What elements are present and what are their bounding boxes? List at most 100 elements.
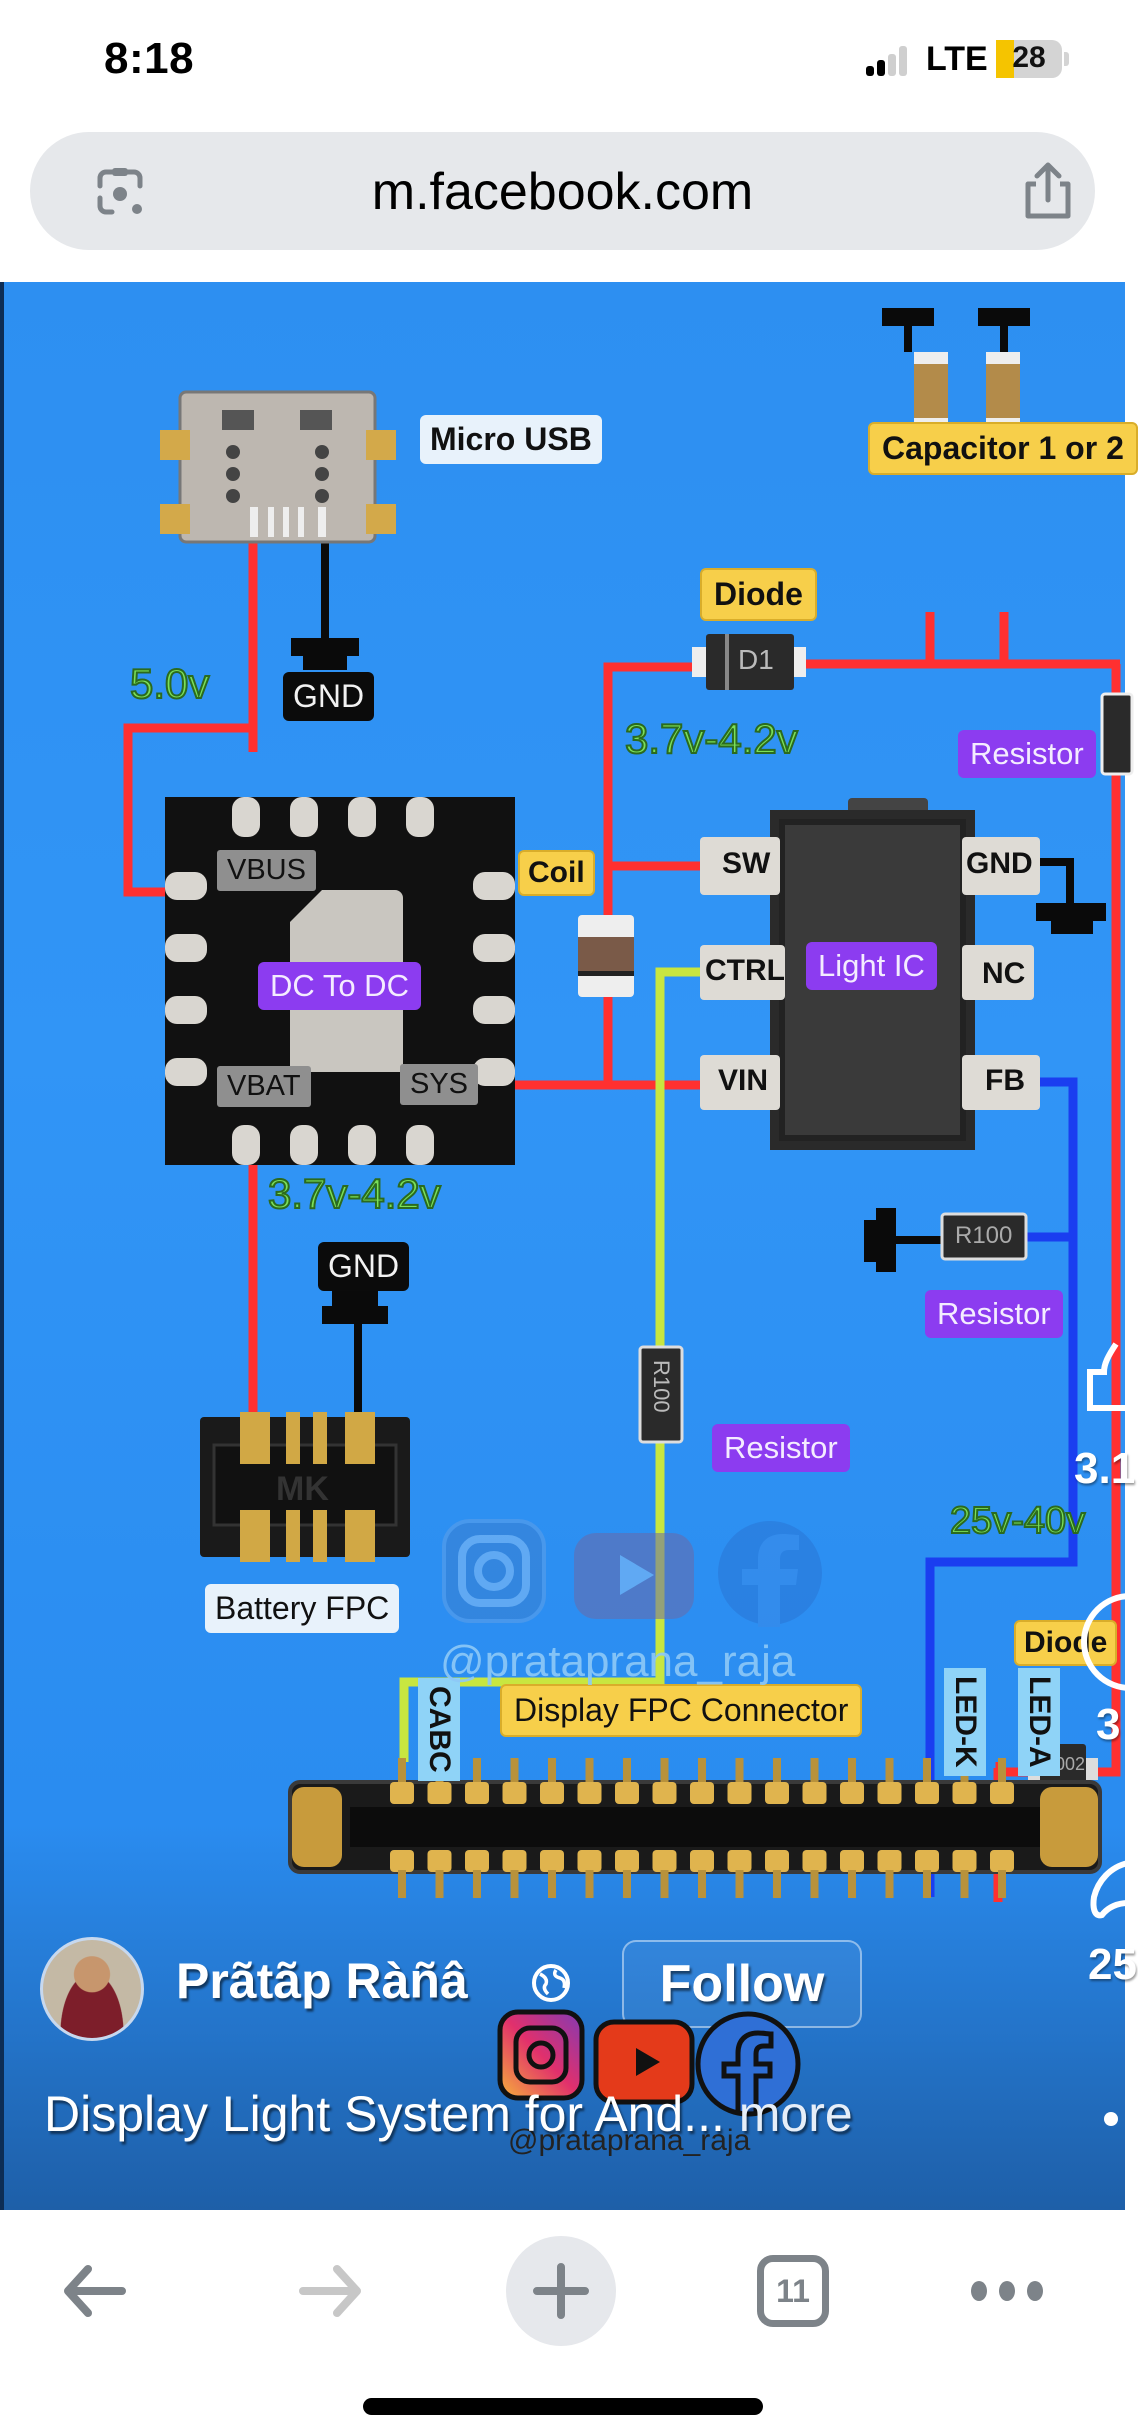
fpc-pad-top <box>427 1782 452 1804</box>
caption-more-link[interactable]: more <box>738 2086 853 2142</box>
fpc-pad-bottom <box>915 1850 939 1872</box>
forward-arrow-icon <box>299 2265 361 2317</box>
pin-sw: SW <box>722 847 771 880</box>
label-display-fpc: Display FPC Connector <box>500 1684 863 1737</box>
watermark-handle: @prataprana_raja <box>440 1637 796 1686</box>
address-bar[interactable]: m.facebook.com <box>30 132 1095 250</box>
youtube-icon <box>574 1533 694 1619</box>
caption-text: Display Light System for And... <box>44 2086 725 2142</box>
more-dots-icon <box>971 2281 1043 2301</box>
fpc-pad-top <box>877 1782 902 1804</box>
pin-nc: NC <box>982 957 1026 990</box>
cellular-signal-icon <box>866 46 908 76</box>
fpc-end-right <box>1040 1787 1098 1867</box>
comment-count: 3 <box>1096 1700 1121 1749</box>
comment-icon[interactable] <box>1081 1592 1131 1692</box>
fpc-pin-bottom <box>810 1870 819 1898</box>
label-diode-led: Diode <box>1014 1620 1118 1666</box>
battery-level: 28 <box>1012 41 1046 74</box>
tabs-count: 11 <box>776 2272 810 2309</box>
share-reel-icon[interactable] <box>1088 1857 1129 1927</box>
fpc-pad-top <box>990 1782 1014 1804</box>
pin-fb: FB <box>985 1064 1025 1097</box>
forward-button[interactable] <box>275 2236 385 2346</box>
label-coil: Coil <box>518 850 595 896</box>
reel-video[interactable]: Micro USB 5.0v GND Capacitor 1 or 2 Diod… <box>0 282 1138 2210</box>
fpc-pad-top <box>915 1782 939 1804</box>
google-lens-icon[interactable] <box>92 164 148 220</box>
fpc-pad-bottom <box>390 1850 414 1872</box>
fpc-pad-bottom <box>577 1850 602 1872</box>
fpc-pad-top <box>615 1782 639 1804</box>
label-battery-fpc: Battery FPC <box>205 1584 400 1633</box>
label-voltage-usb: 5.0v <box>129 659 210 708</box>
fpc-pin-top <box>660 1758 669 1788</box>
label-voltage-led: 25v-40v <box>949 1499 1086 1543</box>
fpc-pin-bottom <box>735 1870 744 1898</box>
fpc-slot <box>350 1807 1040 1847</box>
fpc-pad-top <box>502 1782 527 1804</box>
label-micro-usb: Micro USB <box>420 415 602 464</box>
back-arrow-icon <box>64 2265 126 2317</box>
back-button[interactable] <box>40 2236 150 2346</box>
label-dc-to-dc: DC To DC <box>258 962 421 1010</box>
fpc-pin-top <box>398 1758 406 1788</box>
battery-fpc-connector <box>200 1412 410 1562</box>
fpc-pad-top <box>577 1782 602 1804</box>
label-voltage-battery: 3.7v-4.2v <box>267 1169 442 1218</box>
pin-sys: SYS <box>400 1064 479 1105</box>
more-dot-icon[interactable] <box>1104 2112 1118 2126</box>
fpc-pad-bottom <box>465 1850 489 1872</box>
fpc-pad-bottom <box>990 1850 1014 1872</box>
home-indicator[interactable] <box>363 2398 763 2415</box>
fpc-pin-bottom <box>960 1870 969 1898</box>
fpc-pin-bottom <box>435 1870 444 1898</box>
pin-gnd: GND <box>966 847 1033 880</box>
fpc-pin-top <box>848 1758 856 1788</box>
sticker-instagram-icon <box>497 2009 585 2101</box>
pin-vbat: VBAT <box>217 1066 311 1107</box>
fpc-pad-bottom <box>952 1850 977 1872</box>
fpc-pin-top <box>998 1758 1006 1788</box>
fpc-pin-top <box>473 1758 481 1788</box>
coil <box>578 915 634 997</box>
fpc-pin-bottom <box>885 1870 894 1898</box>
resistor-fb-marking: R100 <box>955 1222 1013 1249</box>
author-name[interactable]: Prãtãp Ràñâ <box>176 1953 468 2009</box>
feedback-traces <box>925 1077 1078 1897</box>
fpc-pin-top <box>923 1758 931 1788</box>
social-sticker: @prataprana_raja <box>497 2009 801 2157</box>
sticker-facebook-icon <box>695 2011 801 2117</box>
trace-usb-5v <box>123 535 258 897</box>
fpc-pad-bottom <box>502 1850 527 1872</box>
label-diode-d1: Diode <box>700 568 817 621</box>
fpc-pin-top <box>885 1758 894 1788</box>
fpc-end-left <box>292 1787 342 1867</box>
fpc-pin-top <box>773 1758 781 1788</box>
fpc-pin-top <box>510 1758 519 1788</box>
micro-usb-connector <box>160 390 396 544</box>
tabs-button[interactable]: 11 <box>738 2236 848 2346</box>
fpc-pad-top <box>652 1782 677 1804</box>
like-count: 3.1 <box>1074 1444 1136 1493</box>
ctrl-trace <box>399 967 700 1762</box>
author-avatar[interactable] <box>40 1937 144 2041</box>
ground-traces <box>291 308 1106 1482</box>
fpc-pin-top <box>810 1758 819 1788</box>
fpc-pad-bottom <box>765 1850 789 1872</box>
reel-caption[interactable]: Display Light System for And... more <box>44 2085 853 2143</box>
instagram-icon <box>442 1519 546 1623</box>
fpc-pin-top <box>548 1758 556 1788</box>
new-tab-button[interactable] <box>506 2236 616 2346</box>
label-resistor-fb: Resistor <box>925 1290 1063 1338</box>
pin-vin: VIN <box>718 1064 769 1097</box>
capacitors <box>914 352 1020 430</box>
like-icon[interactable] <box>1086 1342 1125 1412</box>
battery-fpc-marking: MK <box>276 1470 329 1508</box>
url-text[interactable]: m.facebook.com <box>371 163 754 221</box>
share-icon[interactable] <box>1020 160 1076 222</box>
fpc-pin-bottom <box>585 1870 594 1898</box>
more-button[interactable] <box>952 2236 1062 2346</box>
fpc-pin-top <box>585 1758 594 1788</box>
fpc-pin-bottom <box>473 1870 481 1898</box>
